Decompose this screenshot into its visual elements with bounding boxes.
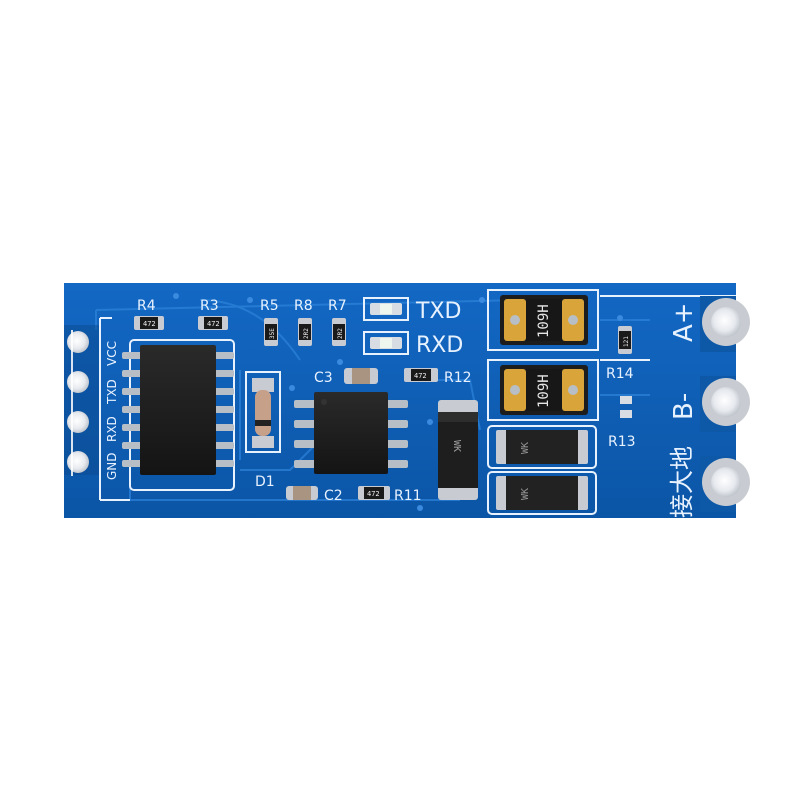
label-c3: C3 [314, 370, 333, 386]
svg-text:WK: WK [520, 442, 531, 454]
resistor-r11: 472 [358, 486, 390, 500]
svg-text:472: 472 [367, 490, 380, 498]
header-label-rxd: RXD [105, 416, 119, 442]
svg-text:109H: 109H [536, 374, 552, 408]
header-pin-vcc [67, 451, 89, 473]
capacitor-c2 [286, 486, 318, 500]
terminal-a-plus [700, 296, 750, 352]
terminal-b-minus [700, 376, 750, 432]
led-txd [363, 297, 409, 321]
resistor-r13 [620, 396, 632, 418]
label-r12: R12 [444, 370, 472, 386]
label-c2: C2 [324, 488, 343, 504]
svg-text:109H: 109H [536, 304, 552, 338]
svg-text:472: 472 [207, 320, 220, 328]
terminal-ground [700, 456, 750, 512]
header-pin-gnd [67, 331, 89, 353]
resistor-r14: 121 [618, 326, 632, 354]
label-txd: TXD [415, 299, 461, 324]
svg-text:2R2: 2R2 [303, 328, 310, 339]
svg-text:WK: WK [520, 488, 531, 500]
label-b-minus: B- [669, 393, 699, 420]
fuse-2: 109H [500, 365, 588, 415]
tvs-diode-2: WK [487, 471, 597, 515]
header-label-vcc: VCC [105, 341, 119, 366]
capacitor-c3 [344, 368, 378, 384]
label-rxd: RXD [416, 333, 463, 358]
vias [173, 293, 623, 511]
label-d1: D1 [255, 474, 275, 490]
pin-header [64, 317, 130, 501]
label-a-plus: A+ [669, 302, 699, 342]
resistor-r4: 472 [134, 316, 164, 330]
diode-d1 [245, 371, 281, 453]
resistor-r3: 472 [198, 316, 228, 330]
label-r5: R5 [260, 298, 279, 314]
svg-text:WK: WK [451, 440, 462, 452]
header-pin-rxd [67, 371, 89, 393]
fuse-area [487, 289, 599, 421]
header-label-txd: TXD [105, 379, 119, 405]
svg-text:472: 472 [414, 372, 427, 380]
svg-text:2R2: 2R2 [337, 328, 344, 339]
resistor-r8: 2R2 [298, 318, 312, 346]
label-r13: R13 [608, 434, 636, 450]
resistor-r12: 472 [404, 368, 438, 382]
label-ground: 接大地 [668, 446, 696, 518]
tvs-diode-1: WK [487, 425, 597, 469]
label-r7: R7 [328, 298, 347, 314]
svg-text:35E: 35E [269, 328, 276, 339]
tvs-diode-large: WK [438, 400, 478, 500]
label-r3: R3 [200, 298, 219, 314]
label-r4: R4 [137, 298, 156, 314]
fuse-1: 109H [500, 295, 588, 345]
label-r8: R8 [294, 298, 313, 314]
ic-soic8 [294, 392, 408, 474]
svg-text:121: 121 [623, 336, 630, 347]
svg-text:472: 472 [143, 320, 156, 328]
resistor-r5: 35E [264, 318, 278, 346]
header-pin-txd [67, 411, 89, 433]
led-rxd [363, 331, 409, 355]
header-label-gnd: GND [105, 452, 119, 480]
resistor-r7: 2R2 [332, 318, 346, 346]
label-r11: R11 [394, 488, 422, 504]
label-r14: R14 [606, 366, 634, 382]
ic-soic14 [122, 345, 234, 475]
